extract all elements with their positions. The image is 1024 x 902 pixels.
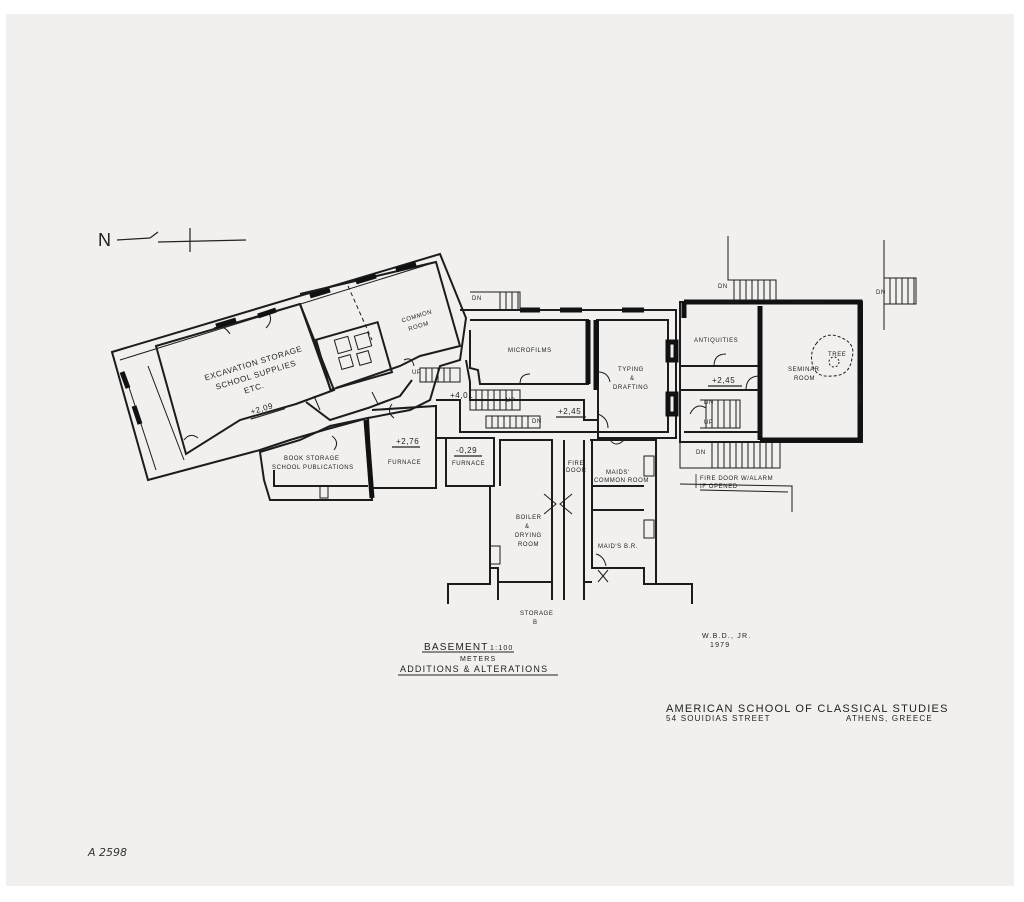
- stairs-north: [470, 291, 521, 311]
- title-additions: ADDITIONS & ALTERATIONS: [400, 664, 548, 674]
- label-fire-alarm-1: FIRE DOOR W/ALARM: [700, 476, 773, 482]
- label-boiler: BOILER: [516, 515, 542, 521]
- label-storage-b: B: [533, 620, 538, 626]
- title-institution: AMERICAN SCHOOL OF CLASSICAL STUDIES: [666, 703, 949, 715]
- south-block: [436, 399, 693, 604]
- label-microfilms: MICROFILMS: [508, 348, 552, 354]
- north-letter: N: [98, 230, 111, 250]
- label-storage: STORAGE: [520, 611, 553, 617]
- label-level-245: +2,45: [558, 407, 581, 416]
- west-wing: [110, 252, 468, 482]
- label-drying-room: ROOM: [518, 542, 539, 548]
- label-dn-5: DN: [704, 400, 714, 406]
- label-dn-2: DN: [532, 419, 542, 425]
- title-meters: METERS: [460, 656, 496, 663]
- label-level-401: +4,01: [450, 391, 473, 400]
- paper: [6, 14, 1014, 886]
- label-maids-1: MAIDS': [606, 470, 630, 476]
- title-author: W.B.D., JR.: [702, 633, 751, 640]
- label-dn-1: DN: [472, 296, 482, 302]
- east-wing: [679, 236, 917, 512]
- stairs-central: [419, 367, 541, 429]
- label-typing: TYPING: [618, 367, 644, 373]
- label-furnace-2: FURNACE: [452, 461, 485, 467]
- label-furnace-1: FURNACE: [388, 460, 421, 466]
- label-school-publications: SCHOOL PUBLICATIONS: [272, 465, 354, 471]
- label-antiquities-level: +2,45: [712, 376, 735, 385]
- title-scale: 1:100: [490, 645, 514, 652]
- label-tree: TREE: [828, 352, 846, 358]
- label-maids-br: MAID'S B.R.: [598, 544, 638, 550]
- label-up-3: UP: [704, 420, 714, 426]
- title-street: 54 SOUIDIAS STREET: [666, 714, 771, 723]
- label-seminar: SEMINAR: [788, 367, 820, 373]
- label-maids-2: COMMON ROOM: [594, 478, 649, 484]
- label-dn-3: DN: [718, 284, 728, 290]
- label-common-room-2: ROOM: [408, 321, 430, 333]
- label-drying: DRYING: [515, 533, 542, 539]
- label-book-storage: BOOK STORAGE: [284, 456, 339, 462]
- label-fire-door-1: FIRE: [568, 461, 584, 467]
- label-seminar-room: ROOM: [794, 376, 815, 382]
- book-storage-block: [258, 403, 495, 501]
- title-city: ATHENS, GREECE: [846, 714, 933, 723]
- label-up-1: UP: [412, 370, 422, 376]
- label-amp-2: &: [525, 524, 530, 530]
- label-furnace-2-level: -0,29: [456, 446, 477, 455]
- label-fire-door-2: DOOR: [566, 468, 586, 474]
- catalog-number: A 2598: [87, 846, 127, 859]
- title-basement: BASEMENT: [424, 642, 489, 653]
- title-year: 1979: [710, 642, 730, 649]
- label-amp-1: &: [630, 376, 635, 382]
- label-dn-4: DN: [876, 290, 886, 296]
- label-furnace-1-level: +2,76: [396, 437, 419, 446]
- central-block: [419, 291, 679, 439]
- title-block: BASEMENT 1:100 METERS ADDITIONS & ALTERA…: [87, 633, 949, 859]
- label-drafting: DRAFTING: [613, 385, 648, 391]
- label-dn-6: DN: [696, 450, 706, 456]
- north-arrow: N: [98, 228, 247, 252]
- label-up-2: UP: [506, 398, 516, 404]
- label-antiquities: ANTIQUITIES: [694, 338, 738, 344]
- label-fire-alarm-2: IF OPENED: [700, 484, 738, 490]
